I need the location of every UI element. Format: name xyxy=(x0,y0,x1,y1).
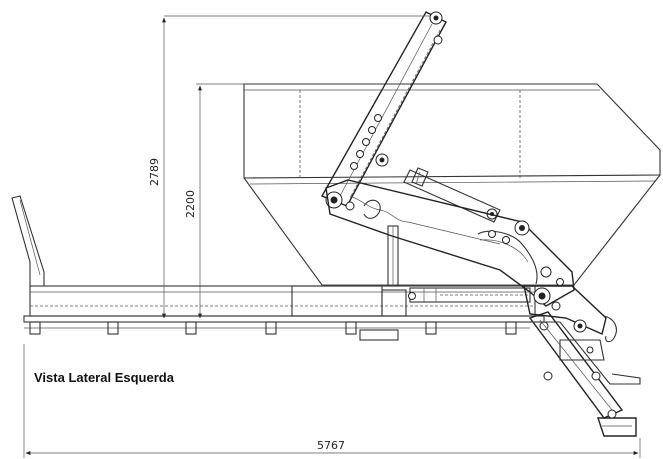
chassis-frame xyxy=(23,285,545,341)
dimension-overall-height-text: 2789 xyxy=(148,158,161,186)
hydraulic-cylinder-upper xyxy=(403,167,501,223)
headboard xyxy=(11,195,45,287)
rear-pivot-assembly xyxy=(523,285,617,343)
dimension-overall-height: 2789 xyxy=(148,17,166,319)
main-boom-arm xyxy=(325,179,575,307)
skip-container xyxy=(243,83,661,286)
dimension-overall-length-text: 5767 xyxy=(317,439,345,452)
extension-lines xyxy=(23,15,641,458)
rear-stabilizer-leg xyxy=(518,311,641,437)
dimension-overall-length: 5767 xyxy=(25,439,639,455)
view-title: Vista Lateral Esquerda xyxy=(34,370,175,385)
hydraulic-cylinder-lower xyxy=(408,287,531,303)
upper-lift-arm xyxy=(320,11,447,211)
dimension-body-height: 2200 xyxy=(184,85,202,319)
dimension-body-height-text: 2200 xyxy=(184,190,197,218)
